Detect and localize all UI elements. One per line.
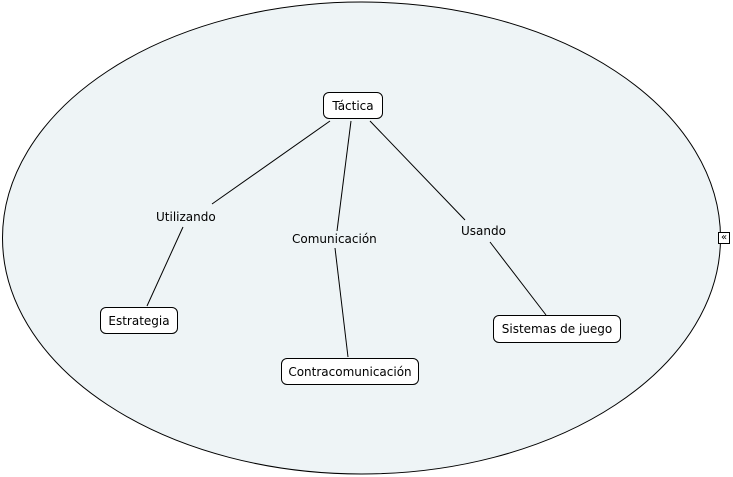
connector-comunicacion-contracomunicacion — [334, 247, 349, 358]
concept-tactica-label: Táctica — [332, 98, 374, 113]
connector-usando-sistemas — [489, 241, 547, 316]
concept-contracomunicacion[interactable]: Contracomunicación — [281, 358, 419, 385]
link-label-utilizando[interactable]: Utilizando — [154, 209, 218, 225]
connector-tactica-usando — [369, 120, 466, 221]
connector-tactica-utilizando — [211, 120, 331, 205]
connector-tactica-comunicacion — [336, 120, 352, 232]
connector-utilizando-estrategia — [146, 226, 184, 307]
concept-tactica[interactable]: Táctica — [323, 92, 383, 119]
concept-sistemas-de-juego-label: Sistemas de juego — [501, 322, 613, 336]
double-chevron-left-icon[interactable]: « — [718, 232, 730, 244]
concept-sistemas-de-juego[interactable]: Sistemas de juego — [493, 315, 621, 343]
concept-estrategia[interactable]: Estrategia — [100, 307, 178, 334]
link-label-comunicacion[interactable]: Comunicación — [290, 231, 379, 247]
expand-glyph: « — [720, 232, 728, 243]
concept-contracomunicacion-label: Contracomunicación — [288, 364, 412, 379]
link-label-usando[interactable]: Usando — [459, 223, 508, 239]
concept-estrategia-label: Estrategia — [108, 313, 170, 328]
